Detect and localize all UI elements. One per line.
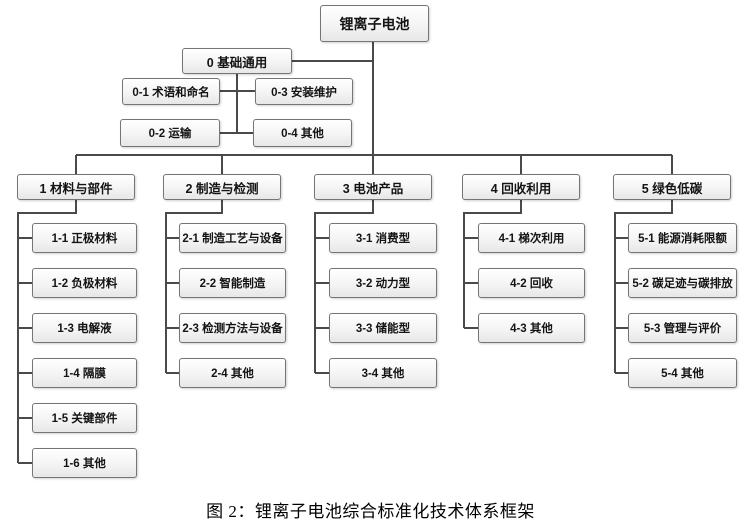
column1-spine <box>17 200 77 464</box>
node-branch-2: 2 制造与检测 <box>163 174 281 200</box>
node-3-4: 3-4 其他 <box>329 358 437 388</box>
figure-caption: 图 2：锂离子电池综合标准化技术体系框架 <box>206 502 535 521</box>
node-branch-4: 4 回收利用 <box>462 174 580 200</box>
node-1-3: 1-3 电解液 <box>32 313 137 343</box>
node-1-5: 1-5 关键部件 <box>32 403 137 433</box>
column4-spine <box>463 200 522 329</box>
column5-spine <box>614 200 673 374</box>
node-2-1: 2-1 制造工艺与设备 <box>179 223 286 253</box>
column2-spine <box>165 200 223 374</box>
node-1-2: 1-2 负极材料 <box>32 268 137 298</box>
node-3-3: 3-3 储能型 <box>329 313 437 343</box>
node-branch-3: 3 电池产品 <box>314 174 432 200</box>
node-4-3: 4-3 其他 <box>478 313 585 343</box>
node-0-3: 0-3 安装维护 <box>255 78 353 105</box>
node-0-2: 0-2 运输 <box>120 119 220 147</box>
node-3-2: 3-2 动力型 <box>329 268 437 298</box>
node-root: 锂离子电池 <box>320 5 429 42</box>
node-0-general: 0 基础通用 <box>182 48 292 74</box>
node-0-4: 0-4 其他 <box>253 119 352 147</box>
node-1-1: 1-1 正极材料 <box>32 223 137 253</box>
node-5-3: 5-3 管理与评价 <box>628 313 737 343</box>
node-1-6: 1-6 其他 <box>32 448 137 478</box>
node-2-4: 2-4 其他 <box>179 358 286 388</box>
node-branch-5: 5 绿色低碳 <box>613 174 731 200</box>
node-2-3: 2-3 检测方法与设备 <box>179 313 286 343</box>
node-2-2: 2-2 智能制造 <box>179 268 286 298</box>
node-4-2: 4-2 回收 <box>478 268 585 298</box>
node-4-1: 4-1 梯次利用 <box>478 223 585 253</box>
node-branch-1: 1 材料与部件 <box>17 174 135 200</box>
node-0-1: 0-1 术语和命名 <box>122 78 220 105</box>
node-3-1: 3-1 消费型 <box>329 223 437 253</box>
column3-spine <box>314 200 374 374</box>
node-5-1: 5-1 能源消耗限额 <box>628 223 737 253</box>
node-1-4: 1-4 隔膜 <box>32 358 137 388</box>
node-5-2: 5-2 碳足迹与碳排放 <box>628 268 737 298</box>
node-5-4: 5-4 其他 <box>628 358 737 388</box>
